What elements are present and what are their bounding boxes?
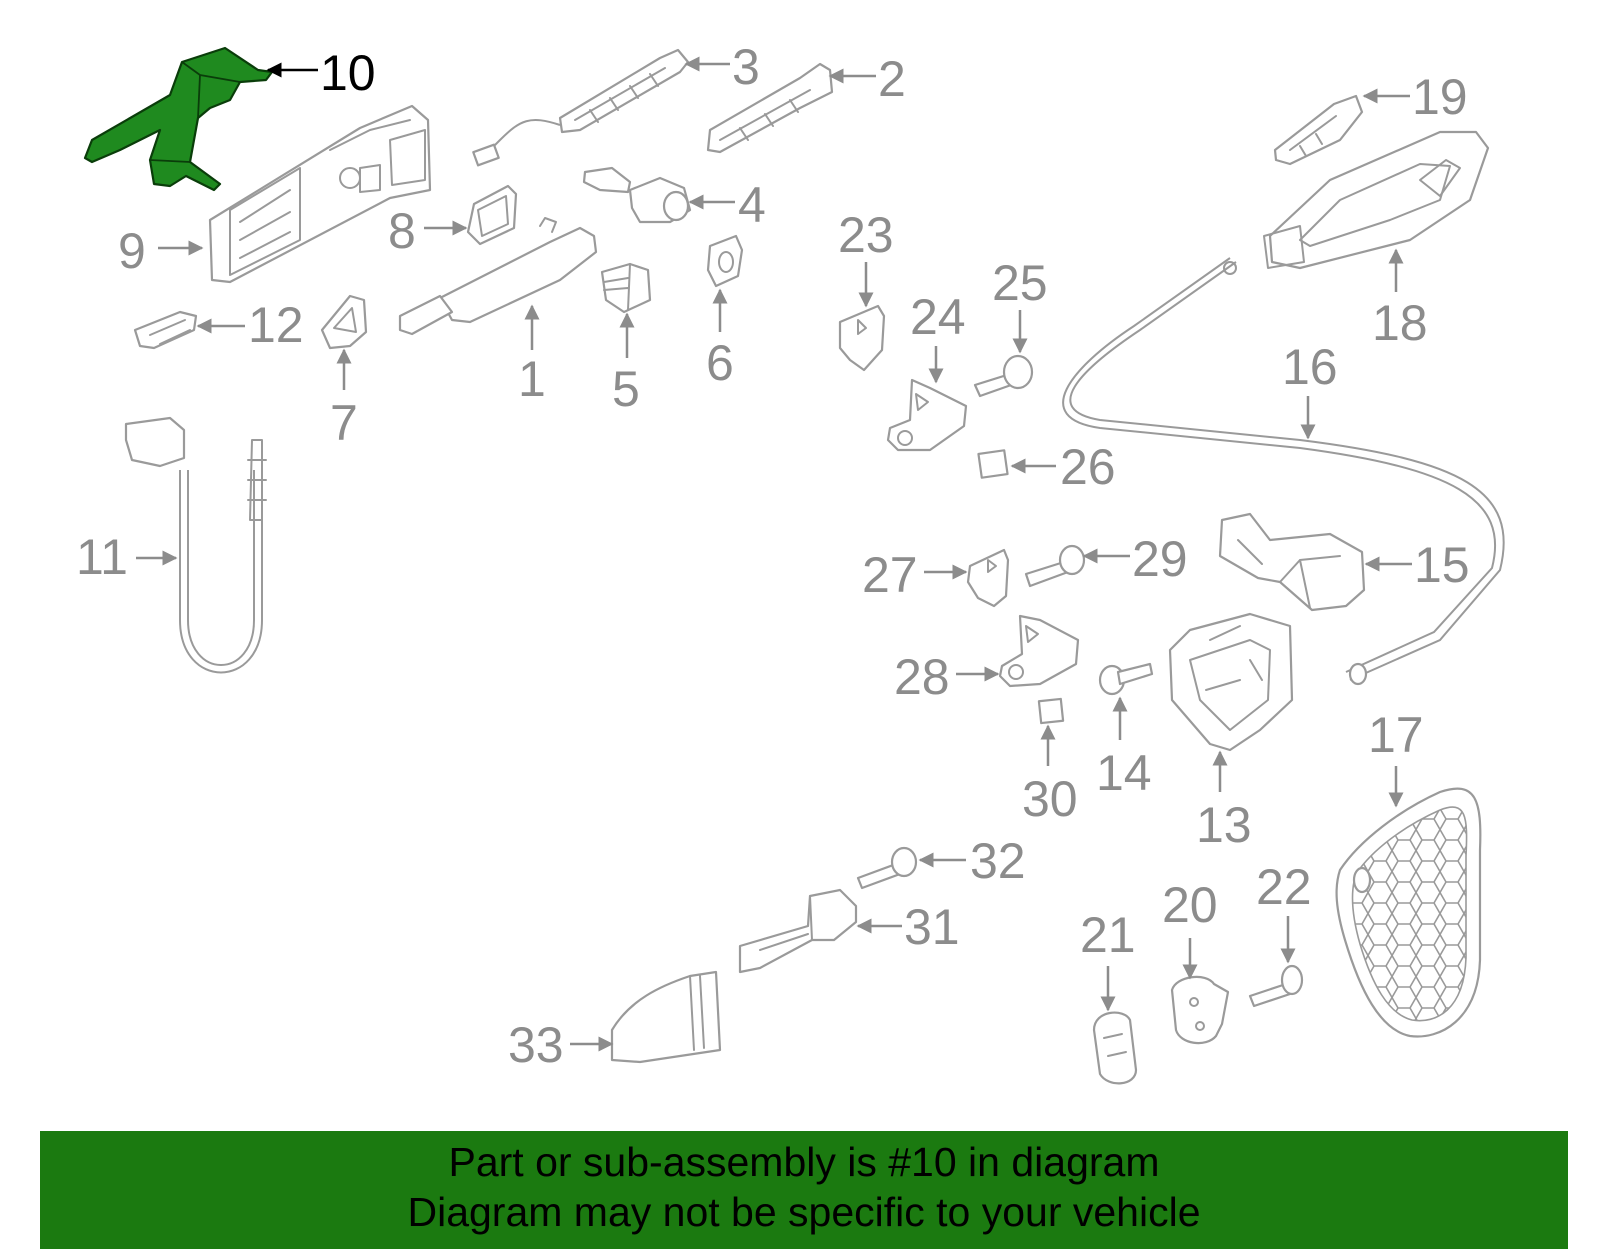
callout-arrows	[136, 56, 1412, 1052]
label-2: 2	[878, 51, 906, 107]
label-32: 32	[970, 833, 1026, 889]
part-3[interactable]	[472, 48, 690, 167]
label-28: 28	[894, 649, 950, 705]
label-9: 9	[118, 223, 146, 279]
label-21: 21	[1080, 907, 1136, 963]
label-17: 17	[1368, 707, 1424, 763]
part-32[interactable]	[856, 846, 918, 890]
part-18[interactable]	[1263, 130, 1490, 270]
label-10: 10	[320, 45, 376, 101]
label-24: 24	[910, 289, 966, 345]
info-banner: Part or sub-assembly is #10 in diagram D…	[40, 1131, 1568, 1249]
part-25[interactable]	[973, 354, 1034, 398]
part-31[interactable]	[738, 888, 858, 974]
part-28[interactable]	[998, 614, 1080, 688]
part-14[interactable]	[1098, 662, 1154, 696]
part-7[interactable]	[320, 294, 368, 350]
label-16: 16	[1282, 339, 1338, 395]
part-22[interactable]	[1248, 964, 1304, 1008]
part-30[interactable]	[1037, 697, 1065, 725]
part-33[interactable]	[610, 970, 722, 1064]
label-3: 3	[732, 39, 760, 95]
label-18: 18	[1372, 295, 1428, 351]
part-17[interactable]	[1335, 787, 1482, 1038]
part-1[interactable]	[398, 217, 598, 336]
label-11: 11	[76, 529, 128, 585]
banner-line-2: Diagram may not be specific to your vehi…	[407, 1189, 1201, 1235]
part-15[interactable]	[1218, 512, 1366, 612]
label-15: 15	[1414, 537, 1470, 593]
label-33: 33	[508, 1017, 564, 1073]
label-30: 30	[1022, 771, 1078, 827]
label-12: 12	[248, 297, 304, 353]
label-8: 8	[388, 203, 416, 259]
part-13[interactable]	[1168, 612, 1294, 752]
label-6: 6	[706, 335, 734, 391]
part-20[interactable]	[1170, 975, 1230, 1045]
part-5[interactable]	[600, 262, 652, 314]
label-20: 20	[1162, 877, 1218, 933]
part-26[interactable]	[977, 449, 1009, 479]
banner-line-1: Part or sub-assembly is #10 in diagram	[448, 1139, 1160, 1185]
part-6[interactable]	[706, 234, 744, 288]
part-8[interactable]	[466, 184, 518, 246]
part-9[interactable]	[208, 104, 432, 284]
part-23[interactable]	[838, 304, 886, 372]
part-10-highlighted[interactable]	[83, 46, 274, 192]
part-16[interactable]	[1062, 257, 1505, 686]
part-12[interactable]	[133, 310, 198, 350]
part-27[interactable]	[966, 548, 1010, 608]
label-13: 13	[1196, 797, 1252, 853]
part-2[interactable]	[706, 62, 834, 154]
parts-diagram: 10 3 2 4 9 8 12 7 1 5 6 11 23 24 25 26 1…	[76, 39, 1505, 1085]
label-7: 7	[330, 395, 358, 451]
callout-labels: 10 3 2 4 9 8 12 7 1 5 6 11 23 24 25 26 1…	[76, 39, 1470, 1073]
label-22: 22	[1256, 859, 1312, 915]
part-19[interactable]	[1273, 94, 1364, 166]
part-21[interactable]	[1092, 1011, 1138, 1085]
label-1: 1	[518, 351, 546, 407]
label-27: 27	[862, 547, 918, 603]
label-23: 23	[838, 207, 894, 263]
part-4[interactable]	[582, 166, 692, 224]
part-11[interactable]	[124, 416, 267, 674]
label-14: 14	[1096, 745, 1152, 801]
label-19: 19	[1412, 69, 1468, 125]
part-29[interactable]	[1024, 544, 1086, 588]
part-24[interactable]	[886, 378, 968, 452]
label-25: 25	[992, 255, 1048, 311]
label-4: 4	[738, 177, 766, 233]
label-29: 29	[1132, 531, 1188, 587]
label-5: 5	[612, 361, 640, 417]
label-31: 31	[904, 899, 960, 955]
label-26: 26	[1060, 439, 1116, 495]
